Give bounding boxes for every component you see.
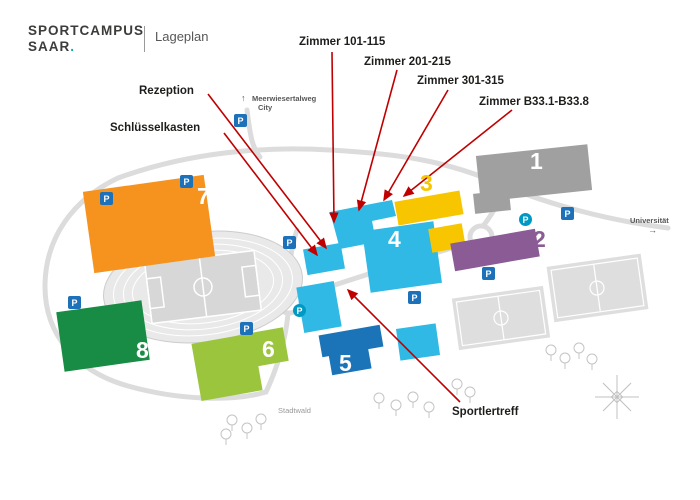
building-number-1: 1 [530, 148, 543, 174]
callout-zimmer-301-315: Zimmer 301-315 [417, 75, 504, 87]
building-4-south [296, 281, 342, 333]
building-1-main [475, 144, 593, 202]
compass-icon [595, 375, 639, 419]
building-6-main [191, 333, 263, 401]
building-number-6: 6 [262, 336, 275, 362]
parking-icon: P [234, 114, 247, 127]
callout-arrows [207, 51, 513, 403]
building-1-annex [473, 190, 511, 214]
arrow-up-icon: ↑ [241, 93, 246, 103]
callout-schluesselkasten: Schlüsselkasten [110, 122, 201, 134]
building-number-8: 8 [136, 337, 149, 363]
parking-icon: P [408, 291, 421, 304]
forest-label: Stadtwald [278, 406, 311, 415]
callout-zimmer-201-215: Zimmer 201-215 [364, 56, 451, 68]
brand-line1: SPORTCAMPUS [28, 23, 145, 38]
building-3-bar [394, 190, 464, 226]
city-label: City [258, 103, 273, 112]
building-number-2: 2 [533, 226, 546, 252]
brand-line2: SAAR. [28, 38, 76, 54]
building-number-3: 3 [420, 170, 433, 196]
building-number-4: 4 [388, 226, 401, 252]
parking-icon: P [240, 322, 253, 335]
parking-icon: P [283, 236, 296, 249]
parking-icon: P [100, 192, 113, 205]
building-zimmer-complex [330, 200, 396, 249]
callout-sportlertreff: Sportlertreff [452, 406, 519, 418]
building-2 [450, 228, 540, 272]
parking-icon: P [482, 267, 495, 280]
building-6-annex [249, 327, 289, 367]
parking-icon: P [519, 213, 532, 226]
parking-icon: P [293, 304, 306, 317]
building-5-south [328, 346, 372, 376]
callout-rezeption: Rezeption [139, 85, 194, 97]
building-4-main [362, 221, 442, 293]
street-label: Meerwiesertalweg [252, 94, 317, 103]
parking-icon: P [561, 207, 574, 220]
building-number-7: 7 [197, 183, 210, 209]
header-divider [144, 26, 145, 52]
brand-logo: SPORTCAMPUS SAAR. [28, 23, 144, 54]
pitch-southwest [451, 285, 551, 351]
building-rezeption [303, 242, 345, 276]
arrow-right-icon: → [648, 225, 657, 235]
parking-icon: P [68, 296, 81, 309]
parking-icon: P [180, 175, 193, 188]
building-number-5: 5 [339, 350, 352, 376]
brand-dot: . [70, 38, 76, 54]
callout-zimmer-b33: Zimmer B33.1-B33.8 [479, 96, 589, 108]
pitch-northeast [546, 253, 649, 323]
university-label: Universität [630, 216, 669, 225]
page-title: Lageplan [155, 29, 209, 44]
building-7 [82, 174, 216, 274]
building-4-southeast [395, 323, 441, 361]
building-8 [56, 300, 150, 372]
callout-zimmer-101-115: Zimmer 101-115 [299, 36, 386, 48]
